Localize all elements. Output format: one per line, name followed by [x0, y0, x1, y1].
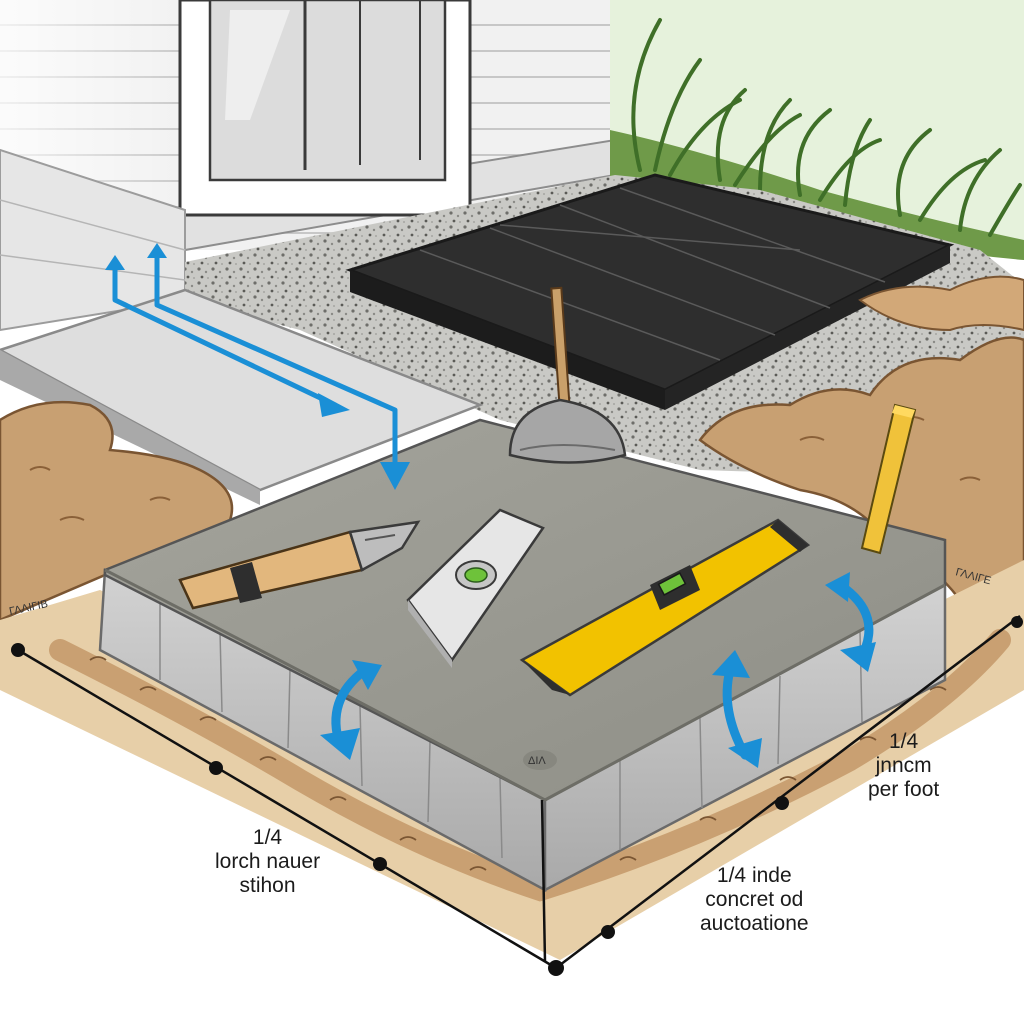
flow-arrow-icon: [105, 243, 410, 490]
stamp-text: ΔΙΛ: [528, 755, 546, 767]
left-dimension-label: 1/4 lorch nauer stihon: [215, 826, 320, 898]
concrete-step: [0, 288, 484, 505]
right-label-line2: jnncm: [875, 754, 932, 777]
concrete-slab: [98, 418, 947, 893]
adjust-arrow-heads: [320, 572, 876, 768]
rubber-mat: [345, 173, 955, 410]
spirit-level-icon: [519, 518, 811, 697]
center-label-line1: 1/4 inde: [716, 864, 792, 887]
grass-bed: [610, 0, 1024, 260]
sliding-door: [178, 0, 472, 217]
wood-stake-icon: [860, 403, 917, 555]
utility-knife-icon: [178, 520, 421, 610]
right-label-line1: 1/4: [889, 730, 919, 753]
porch-floor: [0, 148, 186, 332]
center-dimension-label: 1/4 inde concret od auctoatione: [700, 864, 809, 936]
slab-stamp-mark: ΔΙΛ: [523, 750, 557, 770]
center-label-line2: concret od: [705, 888, 804, 911]
center-label-line3: auctoatione: [700, 912, 809, 935]
right-label-line3: per foot: [868, 778, 940, 801]
right-dimension-label: 1/4 jnncm per foot: [868, 730, 939, 802]
left-label-line3: stihon: [239, 874, 296, 897]
torpedo-level-icon: [406, 508, 545, 668]
shovel-icon: [508, 286, 627, 464]
dimension-lines: [17, 615, 1021, 970]
left-label-line1: 1/4: [252, 826, 283, 849]
dimension-dots: [11, 616, 1023, 976]
left-label-line2: lorch nauer: [215, 850, 321, 873]
